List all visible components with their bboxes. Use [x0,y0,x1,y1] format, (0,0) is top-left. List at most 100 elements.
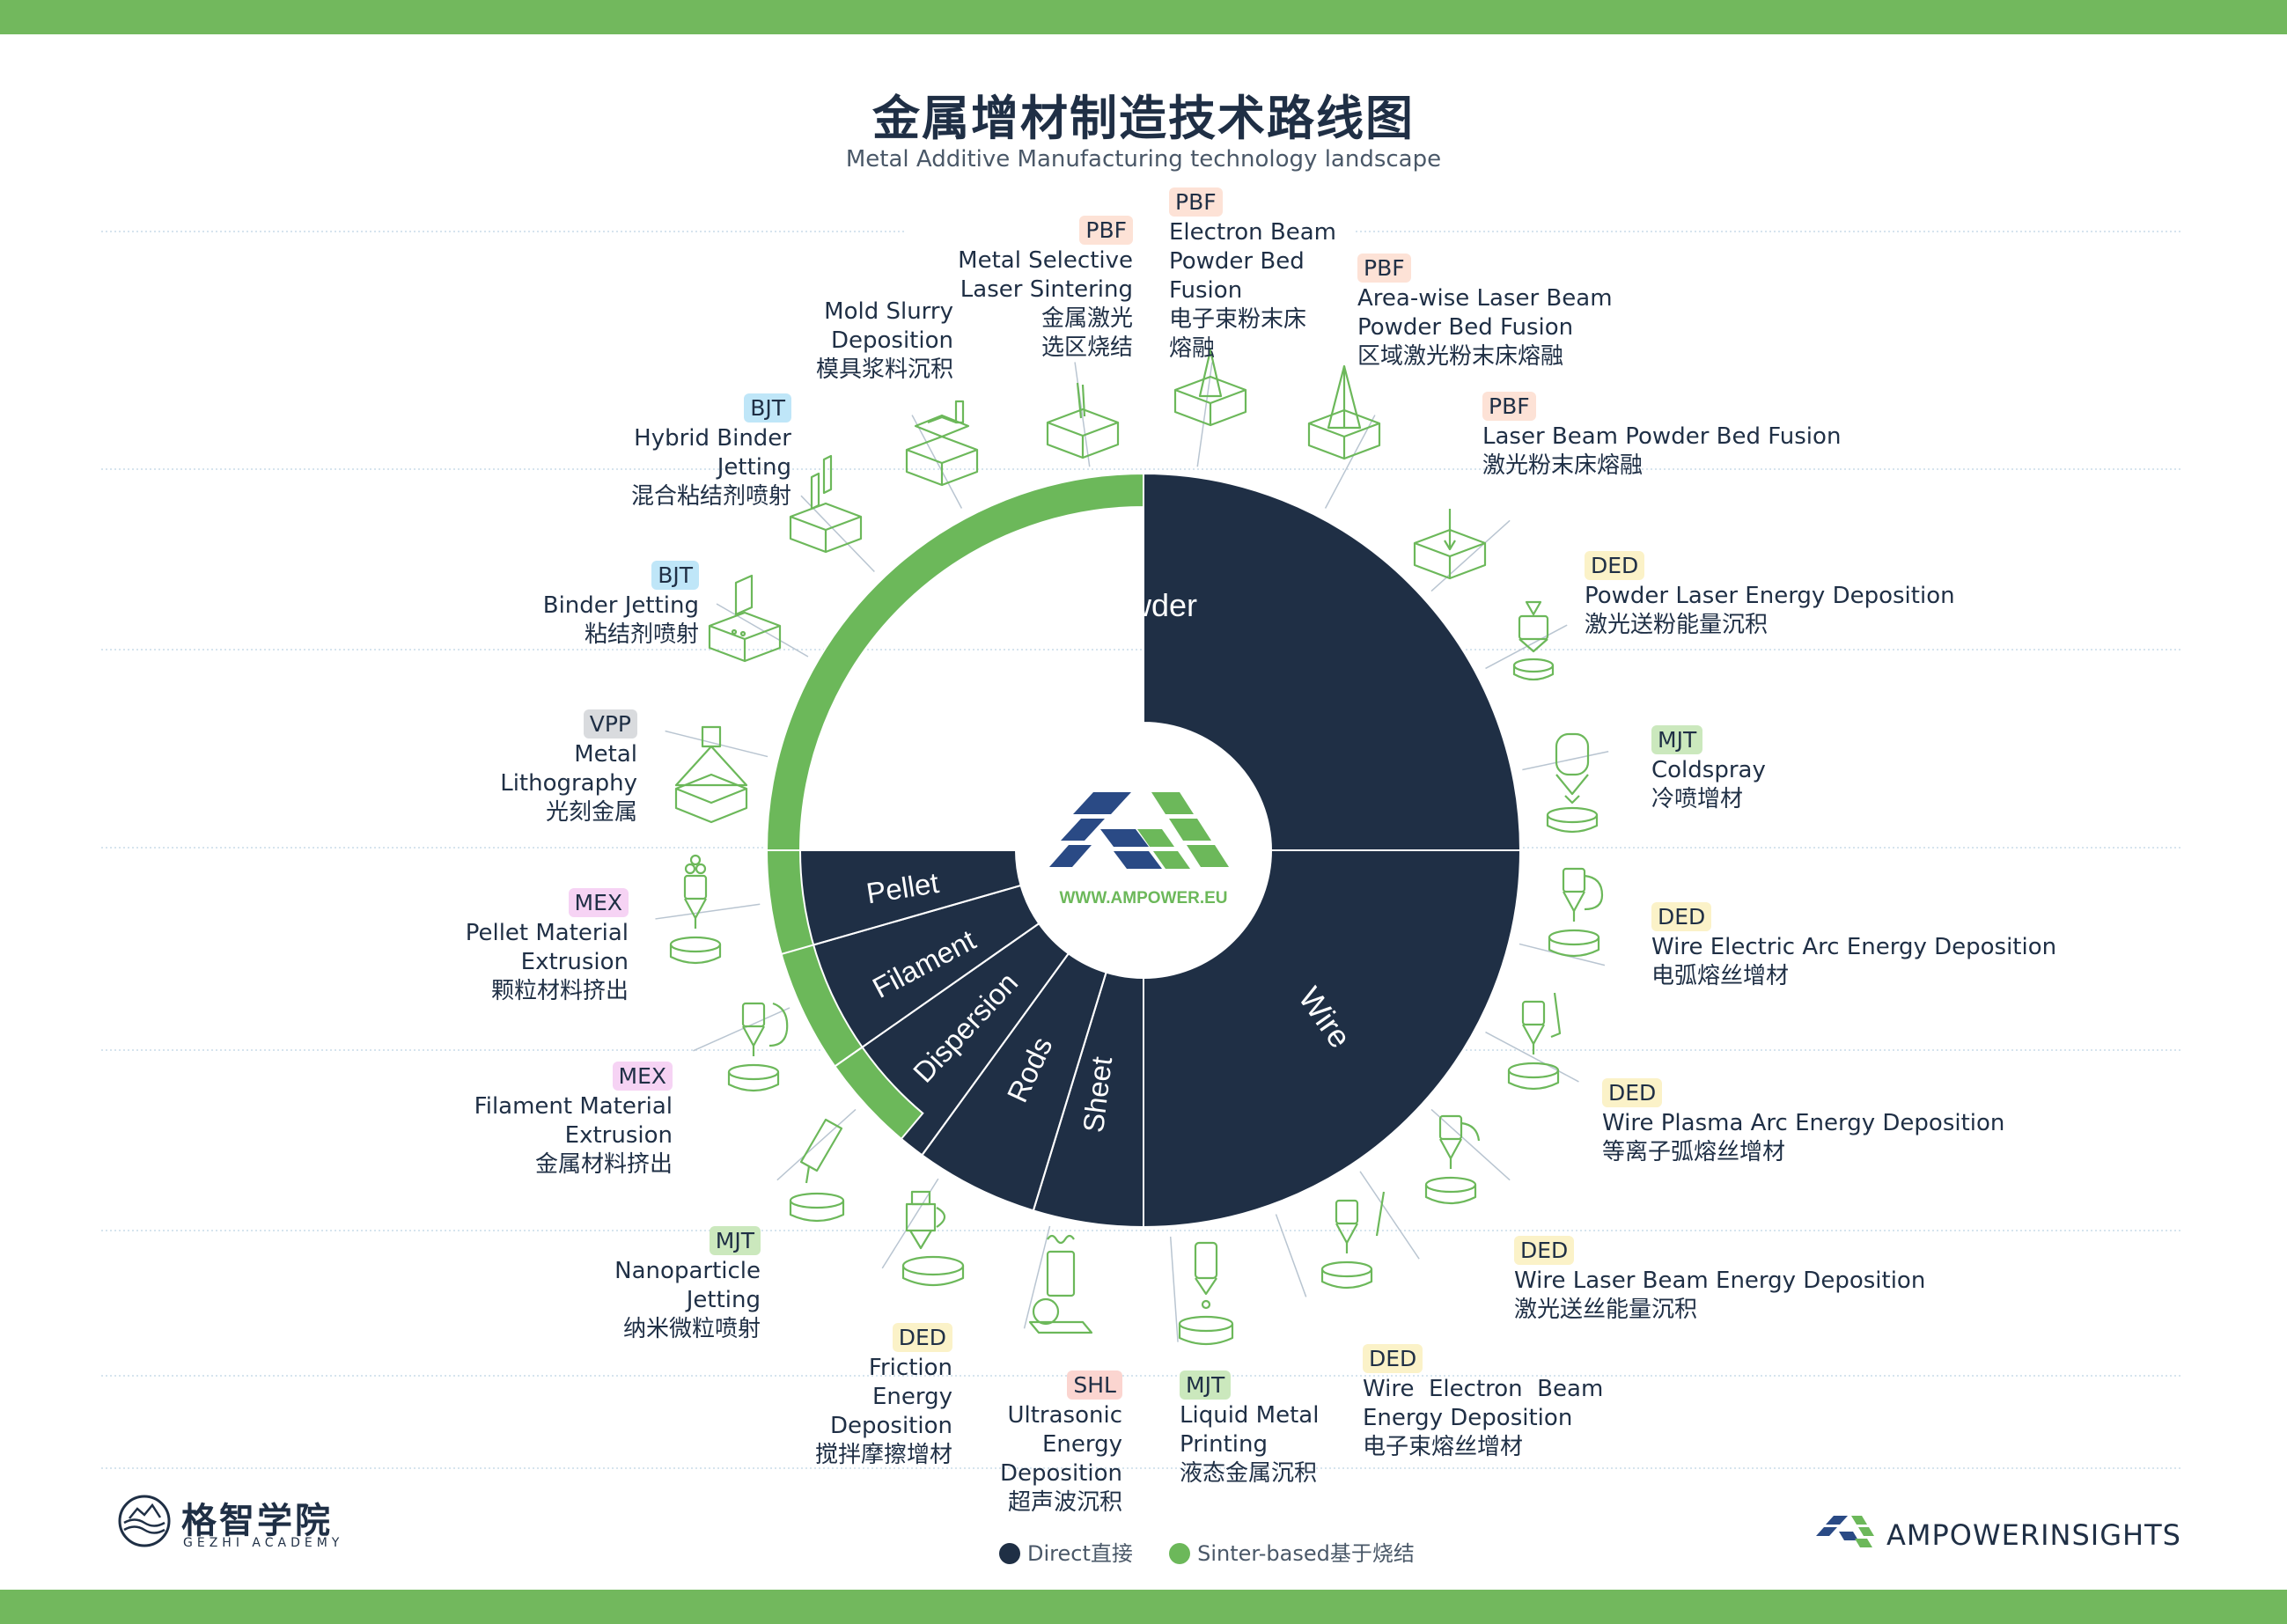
tag-ded: DED [1514,1236,1575,1265]
connector-lines [655,362,1609,1342]
tech-liquid-metal-printing: MJT Liquid Metal Printing 液态金属沉积 [1180,1370,1320,1487]
center-url: WWW.AMPOWER.EU [1059,889,1227,908]
gezhi-name: 格智学院 [181,1501,333,1541]
connector-line [1430,519,1511,592]
coldspray-icon [1546,732,1599,834]
wire-ebeam-ded-icon [1320,1191,1386,1290]
tag-ded: DED [1651,902,1712,931]
tech-hybrid-binder-jetting: BJT Hybrid Binder Jetting 混合粘结剂喷射 [630,393,791,510]
tech-coldspray: MJT Coldspray 冷喷增材 [1651,725,1766,812]
tag-mex: MEX [612,1062,673,1091]
tag-mex: MEX [568,888,629,917]
tech-electron-beam-powder-bed-fusion: PBF Electron Beam Powder Bed Fusion 电子束粉… [1169,187,1336,362]
friction-ded-icon [901,1190,965,1287]
tag-ded: DED [1363,1344,1423,1373]
connector-line [716,603,809,658]
tech-friction-energy-deposition: DED Friction Energy Deposition 搅拌摩擦增材 [814,1323,952,1468]
tag-vpp: VPP [583,709,637,739]
connector-line [1485,1031,1579,1083]
mold-slurry-icon [905,400,979,487]
segment-label-powder: Powder [1090,587,1197,623]
tech-wire-plasma-arc-energy-deposition: DED Wire Plasma Arc Energy Deposition 等离… [1602,1078,2005,1165]
pbf-sintering-icon [1046,382,1120,459]
segment-divider [921,952,1070,1156]
connector-line [665,730,768,758]
ampower-suffix: INSIGHTS [2041,1518,2181,1552]
page-title: 金属增材制造技术路线图 [872,91,1415,146]
tech-laser-beam-powder-bed-fusion: PBF Laser Beam Powder Bed Fusion 激光粉末床熔融 [1482,392,1842,479]
tag-ded: DED [1602,1078,1663,1107]
connector-line [693,1007,791,1052]
hybrid-binder-jetting-icon [789,454,863,554]
tech-nanoparticle-jetting: MJT Nanoparticle Jetting 纳米微粒喷射 [614,1226,761,1342]
connector-line [1196,362,1213,467]
tech-mold-slurry-deposition: Mold Slurry Deposition 模具浆料沉积 [815,298,953,383]
tech-binder-jetting: BJT Binder Jetting 粘结剂喷射 [542,561,699,648]
connector-line [1074,362,1091,467]
legend-direct-label: Direct直接 [1027,1541,1133,1566]
tag-ded: DED [1585,551,1645,580]
tech-wire-electron-beam-energy-deposition: DED Wire Electron Beam Energy Deposition… [1363,1344,1604,1460]
bottom-green-bar [0,1590,2287,1624]
tech-area-wise-laser-beam-pbf: PBF Area-wise Laser Beam Powder Bed Fusi… [1357,254,1613,370]
connector-line [1522,750,1609,771]
pellet-extrusion-icon [669,854,722,965]
filament-extrusion-icon [727,1002,789,1092]
ampower-name: AMPOWER [1886,1518,2041,1552]
tag-ded: DED [892,1323,952,1352]
legend-sinter-label: Sinter-based基于烧结 [1197,1541,1415,1566]
tech-powder-laser-energy-deposition: DED Powder Laser Energy Deposition 激光送粉能… [1585,551,1955,638]
connector-line [1169,1236,1179,1342]
liquid-metal-icon [1178,1241,1234,1346]
legend-sinter-dot [1169,1543,1191,1564]
ampower-center-logo: WWW.AMPOWER.EU [1049,792,1229,908]
tech-filament-material-extrusion: MEX Filament Material Extrusion 金属材料挤出 [474,1062,673,1178]
connector-line [1324,415,1376,509]
tag-mjt: MJT [1180,1370,1232,1400]
tag-pbf: PBF [1079,216,1133,245]
gezhi-subtitle: GEZHI ACADEMY [183,1536,344,1550]
electron-beam-icon [1173,349,1247,427]
connector-line [1359,1171,1420,1260]
page-subtitle: Metal Additive Manufacturing technology … [845,146,1442,173]
segment-divider [781,885,1021,955]
legend: Direct直接 Sinter-based基于烧结 [999,1536,1415,1567]
binder-jetting-icon [708,574,782,663]
tech-metal-selective-laser-sintering: PBF Metal Selective Laser Sintering 金属激光… [958,216,1133,361]
gezhi-emblem-icon [118,1495,171,1547]
wheel-segments [765,472,1522,1229]
gezhi-academy-logo: 格智学院 GEZHI ACADEMY [117,1494,339,1552]
tag-pbf: PBF [1169,187,1223,217]
process-icons [669,349,1604,1346]
legend-direct-dot [999,1543,1020,1564]
tech-metal-lithography: VPP Metal Lithography 光刻金属 [500,709,637,826]
laser-pbf-icon [1413,509,1487,580]
tag-pbf: PBF [1357,254,1411,283]
tech-wire-electric-arc-energy-deposition: DED Wire Electric Arc Energy Deposition … [1651,902,2057,989]
powder-laser-ded-icon [1512,600,1555,681]
tag-bjt: BJT [744,393,791,423]
ampower-insights-logo: AMPOWERINSIGHTS [1816,1514,2180,1553]
metal-lithography-icon [674,725,748,824]
nanoparticle-jetting-icon [789,1118,845,1223]
tag-pbf: PBF [1482,392,1536,421]
ring-sinter-powder [765,472,1144,851]
tech-ultrasonic-energy-deposition: SHL Ultrasonic Energy Deposition 超声波沉积 [999,1370,1122,1516]
wire-plasma-ded-icon [1507,992,1562,1091]
tech-pellet-material-extrusion: MEX Pellet Material Extrusion 颗粒材料挤出 [465,888,629,1004]
tag-bjt: BJT [651,561,699,590]
connector-line [1430,1108,1511,1181]
tag-mjt: MJT [1651,725,1703,754]
wire-laser-ded-icon [1424,1114,1481,1205]
top-green-bar [0,0,2287,34]
center-hub [1018,724,1269,976]
tech-wire-laser-beam-energy-deposition: DED Wire Laser Beam Energy Deposition 激光… [1514,1236,1926,1323]
tag-mjt: MJT [709,1226,761,1255]
segment-wire [1143,849,1522,1229]
connector-line [1023,1225,1051,1329]
connector-line [655,903,761,920]
segment-divider [1032,972,1107,1211]
connector-line [1485,624,1568,670]
ultrasonic-icon [1028,1234,1093,1334]
